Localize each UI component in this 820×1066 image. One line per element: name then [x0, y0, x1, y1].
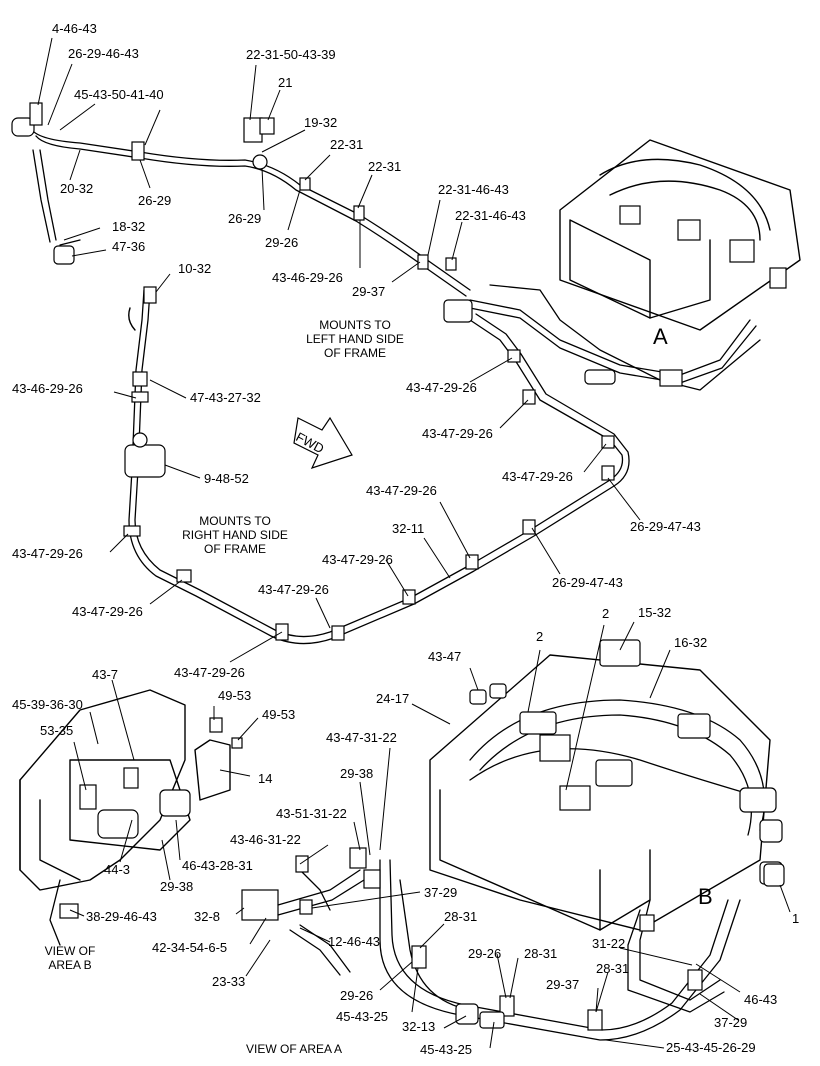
- part-label: 26-29-47-43: [552, 575, 623, 590]
- area-b-marker: B: [698, 884, 713, 909]
- part-label: 43-47-31-22: [326, 730, 397, 745]
- part-label: 43-46-29-26: [12, 381, 83, 396]
- part-label: 20-32: [60, 181, 94, 196]
- part-label: 44-3: [104, 862, 131, 877]
- part-label: 43-47-29-26: [174, 665, 245, 680]
- part-label: 46-43-28-31: [182, 858, 253, 873]
- part-label: 45-43-25: [336, 1009, 389, 1024]
- mounts-right-note: MOUNTS TO RIGHT HAND SIDE OF FRAME: [172, 514, 298, 556]
- part-label: 29-38: [160, 879, 194, 894]
- part-label: 28-31: [596, 961, 630, 976]
- part-label: 25-43-45-26-29: [666, 1040, 756, 1055]
- part-label: 43-47-29-26: [422, 426, 493, 441]
- view-area-a-caption: VIEW OF AREA A: [246, 1042, 343, 1056]
- part-label: 45-43-25: [420, 1042, 473, 1057]
- part-label: 49-53: [262, 707, 296, 722]
- part-label: 21: [278, 75, 293, 90]
- area-a-marker: A: [653, 324, 668, 349]
- area-a-view: [241, 639, 785, 1041]
- part-label: 43-47-29-26: [12, 546, 83, 561]
- part-label: 29-26: [340, 988, 374, 1003]
- part-label: 29-37: [546, 977, 580, 992]
- part-label: 45-39-36-30: [12, 697, 83, 712]
- part-label: 1: [792, 911, 800, 926]
- part-label: 43-47-29-26: [502, 469, 573, 484]
- part-label: 45-43-50-41-40: [74, 87, 164, 102]
- part-label: 16-32: [674, 635, 708, 650]
- area-a-battery: [443, 139, 801, 391]
- part-label: 43-46-29-26: [272, 270, 343, 285]
- part-label: 22-31-50-43-39: [246, 47, 336, 62]
- part-label: 14: [258, 771, 273, 786]
- note-line: MOUNTS TO: [199, 514, 271, 528]
- part-label: 43-47: [428, 649, 462, 664]
- part-label: 32-11: [392, 521, 425, 536]
- part-label: 53-35: [40, 723, 74, 738]
- part-label: 19-32: [304, 115, 338, 130]
- part-label: 49-53: [218, 688, 252, 703]
- part-label: 31-22: [592, 936, 626, 951]
- part-label: 29-26: [265, 235, 299, 250]
- part-label: 38-29-46-43: [86, 909, 157, 924]
- part-label: 29-26: [468, 946, 502, 961]
- part-label: 24-17: [376, 691, 410, 706]
- part-label: 43-47-29-26: [72, 604, 143, 619]
- part-label: 42-34-54-6-5: [152, 940, 228, 955]
- part-label: 46-43: [744, 992, 778, 1007]
- part-label: 18-32: [112, 219, 146, 234]
- note-line: LEFT HAND SIDE: [306, 332, 404, 346]
- part-label: 29-37: [352, 284, 386, 299]
- part-label: 26-29-46-43: [68, 46, 139, 61]
- note-line: VIEW OF: [44, 944, 96, 958]
- note-line: AREA B: [48, 958, 92, 972]
- part-label: 43-47-29-26: [406, 380, 477, 395]
- part-label: 28-31: [444, 909, 478, 924]
- part-label: 26-29: [138, 193, 172, 208]
- part-label: 23-33: [212, 974, 246, 989]
- area-b-view: [19, 689, 243, 946]
- part-label: 28-31: [524, 946, 558, 961]
- part-label: 4-46-43: [52, 21, 97, 36]
- part-label: 22-31: [330, 137, 364, 152]
- mounts-left-note: MOUNTS TO LEFT HAND SIDE OF FRAME: [300, 318, 410, 360]
- part-label: 43-47-29-26: [322, 552, 393, 567]
- part-label: 22-31: [368, 159, 402, 174]
- part-label: 9-48-52: [204, 471, 249, 486]
- part-label: 32-13: [402, 1019, 436, 1034]
- part-label: 2: [602, 606, 610, 621]
- note-line: OF FRAME: [204, 542, 266, 556]
- part-label: 2: [536, 629, 544, 644]
- part-label: 12-46-43: [328, 934, 381, 949]
- frame-hose-loop: [123, 286, 630, 645]
- part-label: 37-29: [424, 885, 458, 900]
- part-label: 22-31-46-43: [455, 208, 526, 223]
- part-label: 26-29-47-43: [630, 519, 701, 534]
- view-area-b-caption: VIEW OF AREA B: [30, 944, 110, 972]
- part-label: 43-46-31-22: [230, 832, 301, 847]
- part-label: 32-8: [194, 909, 221, 924]
- note-line: MOUNTS TO: [319, 318, 391, 332]
- part-label: 15-32: [638, 605, 672, 620]
- part-label: 43-47-29-26: [258, 582, 329, 597]
- part-label: 29-38: [340, 766, 374, 781]
- part-label: 47-43-27-32: [190, 390, 261, 405]
- part-label: 10-32: [178, 261, 212, 276]
- part-label: 37-29: [714, 1015, 748, 1030]
- upper-hose-run: [11, 102, 471, 297]
- part-label: 43-51-31-22: [276, 806, 347, 821]
- part-label: 26-29: [228, 211, 262, 226]
- note-line: RIGHT HAND SIDE: [182, 528, 288, 542]
- leader-lines: [37, 37, 791, 1049]
- part-label: 22-31-46-43: [438, 182, 509, 197]
- part-label: 43-7: [92, 667, 119, 682]
- part-label: 43-47-29-26: [366, 483, 437, 498]
- part-label: 47-36: [112, 239, 146, 254]
- note-line: OF FRAME: [324, 346, 386, 360]
